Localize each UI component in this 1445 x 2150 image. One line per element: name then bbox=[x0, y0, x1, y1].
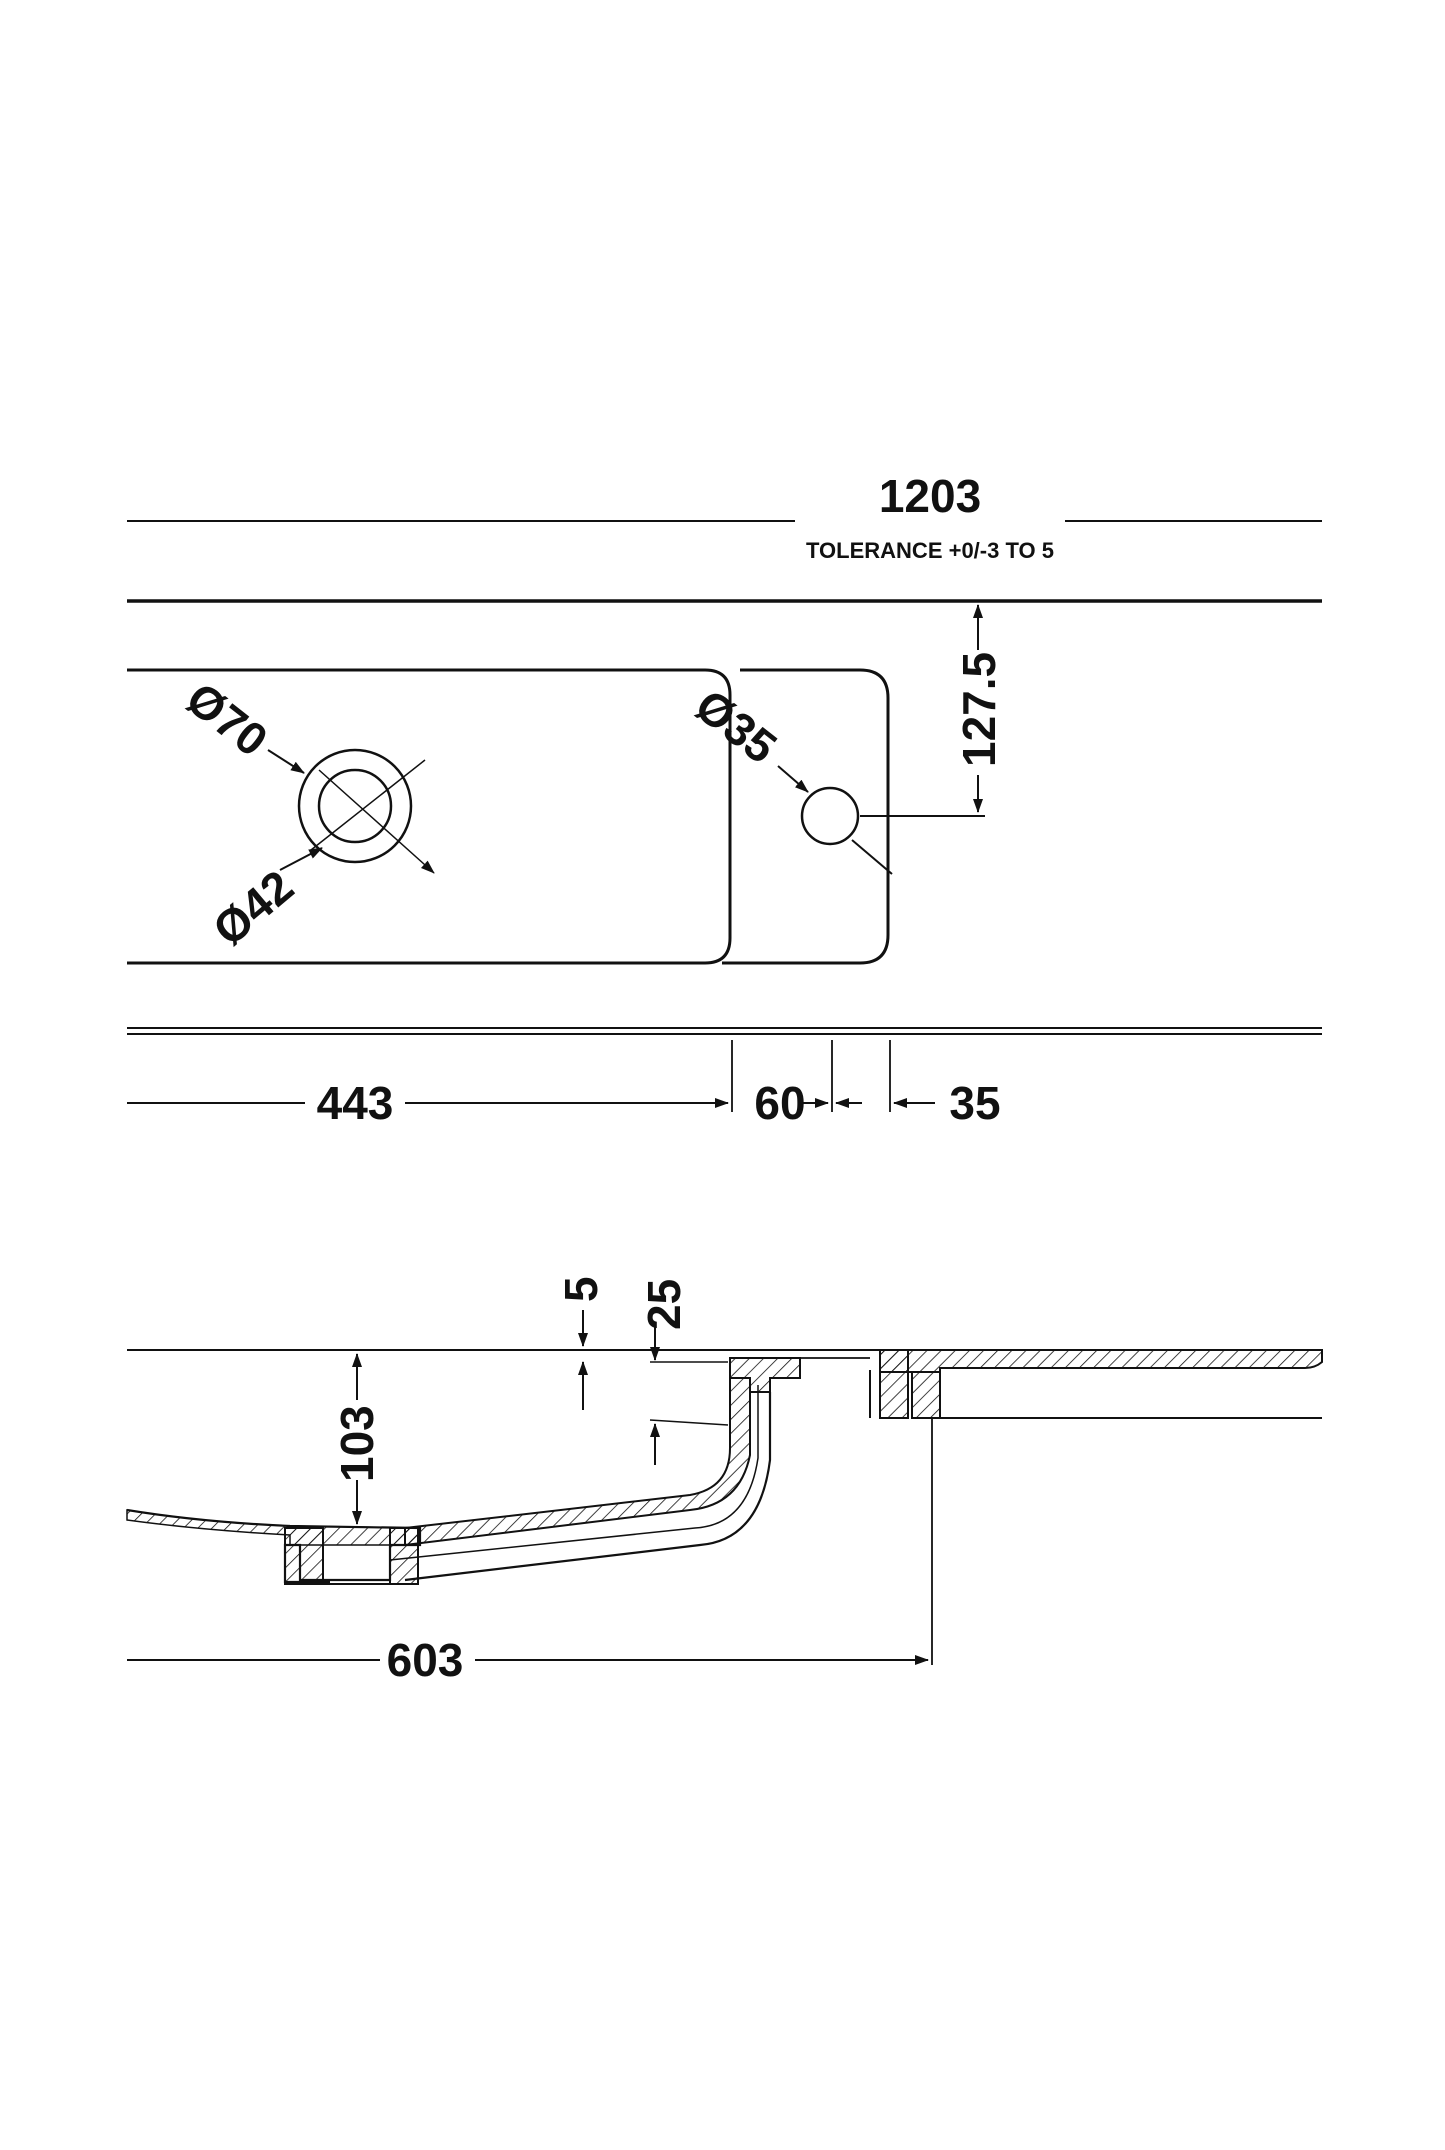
waste-cross-1 bbox=[310, 759, 426, 851]
bowl-depth-label: 103 bbox=[331, 1405, 383, 1482]
overall-depth-label: 603 bbox=[387, 1634, 464, 1686]
overall-length-label: 1203 bbox=[879, 470, 981, 522]
rim-thickness-label: 5 bbox=[555, 1276, 607, 1302]
bowl-floor-hatch bbox=[126, 1509, 421, 1546]
tap-block-left bbox=[879, 1349, 909, 1419]
waste-cross-2 bbox=[318, 769, 435, 874]
waste-inner-circle bbox=[317, 768, 393, 844]
depth-to-tap-label: 127.5 bbox=[953, 652, 1005, 767]
tap-hole-circle bbox=[800, 786, 860, 846]
section-view: 5 25 103 603 bbox=[126, 1276, 1323, 1686]
tolerance-note: TOLERANCE +0/-3 TO 5 bbox=[806, 538, 1054, 563]
waste-outlet-right bbox=[389, 1527, 419, 1585]
bowl-inner-line bbox=[389, 1385, 759, 1561]
plan-view: 1203 TOLERANCE +0/-3 TO 5 Ø70 Ø42 Ø35 12… bbox=[127, 470, 1322, 1129]
bowl-outline bbox=[127, 668, 732, 965]
waste-outer-circle bbox=[297, 748, 413, 864]
tap-offset-label: 35 bbox=[949, 1077, 1000, 1129]
tap-block-right bbox=[911, 1371, 941, 1419]
tap-hole-leader bbox=[777, 765, 809, 793]
tap-hole-label: Ø35 bbox=[686, 679, 787, 774]
waste-outer-leader bbox=[267, 749, 305, 774]
lip-drop-ext-bottom bbox=[649, 1419, 729, 1426]
waste-outlet-left bbox=[284, 1527, 324, 1585]
bowl-wall bbox=[404, 1377, 751, 1547]
waste-offset-label: 443 bbox=[317, 1077, 394, 1129]
bowl-gap-label: 60 bbox=[754, 1077, 805, 1129]
waste-outer-label: Ø70 bbox=[177, 672, 278, 767]
bowl-outer-skin bbox=[404, 1392, 772, 1582]
lip-drop-label: 25 bbox=[638, 1279, 690, 1330]
tap-hole-leader-2 bbox=[851, 839, 893, 875]
waste-inner-leader bbox=[279, 847, 323, 871]
waste-inner-label: Ø42 bbox=[203, 860, 303, 956]
deck-slab bbox=[879, 1349, 1323, 1373]
